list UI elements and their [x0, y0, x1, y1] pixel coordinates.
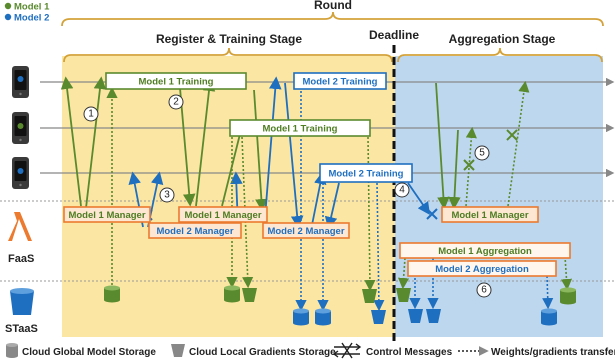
- model1-aggregation-label: Model 1 Aggregation: [438, 246, 532, 257]
- transfer-arrow: [241, 136, 254, 289]
- step-marker: 5: [474, 145, 490, 161]
- svg-text:4: 4: [399, 185, 405, 196]
- legend-local-storage-label: Cloud Local Gradients Storage: [189, 347, 336, 358]
- global-model-storage-icon: [560, 287, 576, 305]
- model1-training-label: Model 1 Training: [139, 77, 214, 88]
- transfer-arrow: [542, 275, 554, 310]
- local-gradients-storage-icon: [242, 288, 257, 302]
- control-arrow: [60, 76, 82, 207]
- global-model-storage-icon: [293, 308, 309, 326]
- step-marker: 1: [83, 106, 99, 122]
- model2-training-box: [293, 72, 387, 90]
- control-arrow: [179, 87, 196, 207]
- model2-training-box: [319, 163, 413, 183]
- faas-label: FaaS: [8, 253, 34, 265]
- transfer-arrow: [373, 182, 385, 312]
- model1-manager-box: [441, 206, 539, 223]
- control-arrow: [311, 171, 327, 226]
- model1-aggregation-box: [399, 242, 571, 259]
- model1-manager-label: Model 1 Manager: [184, 210, 261, 221]
- control-arrow: [407, 182, 431, 215]
- global-model-storage-icon: [541, 308, 557, 326]
- control-arrow: [263, 76, 282, 231]
- control-arrow: [284, 82, 304, 229]
- dropped-message-x-icon: [506, 129, 518, 141]
- global-model-storage-icon: [315, 308, 331, 326]
- model2-manager-box: [262, 222, 350, 239]
- legend-global-storage-label: Cloud Global Model Storage: [22, 347, 156, 358]
- dropped-message-x-icon: [426, 208, 438, 220]
- model2-aggregation-box: [407, 260, 557, 277]
- register-training-label: Register & Training Stage: [156, 32, 302, 46]
- device2-phone-icon: [12, 112, 29, 144]
- model2-training-label: Model 2 Training: [329, 169, 404, 180]
- step-marker: 2: [168, 94, 184, 110]
- transfer-arrow: [560, 255, 573, 291]
- svg-text:6: 6: [481, 285, 487, 296]
- control-arrow: [253, 89, 268, 212]
- svg-text:2: 2: [173, 97, 179, 108]
- model1-manager-box: [63, 206, 151, 223]
- model2-training-label: Model 2 Training: [303, 77, 378, 88]
- round-label: Round: [314, 0, 352, 12]
- storage-bucket-icon: [10, 288, 34, 315]
- model1-training-label: Model 1 Training: [263, 124, 338, 135]
- device1-phone-icon: [12, 66, 29, 98]
- model1-manager-label: Model 1 Manager: [68, 210, 145, 221]
- local-gradients-storage-icon: [396, 288, 411, 302]
- model2-manager-label: Model 2 Manager: [267, 226, 344, 237]
- transfer-arrow: [364, 136, 376, 292]
- register-training-brace: [63, 47, 393, 63]
- model1-manager-box: [178, 206, 268, 223]
- deadline-label: Deadline: [369, 28, 419, 42]
- model2-legend-dot: [4, 13, 12, 21]
- transfer-arrow: [465, 126, 477, 207]
- local-gradients-storage-icon: [426, 309, 441, 323]
- control-arrow: [435, 82, 450, 210]
- round-brace: [61, 11, 604, 27]
- svg-text:5: 5: [479, 148, 485, 159]
- legend-local-storage-icon: [171, 344, 185, 357]
- transfer-arrow: [507, 80, 530, 207]
- model2-manager-box: [148, 222, 242, 239]
- model1-training-box: [105, 72, 247, 90]
- global-model-storage-icon: [104, 285, 120, 303]
- svg-text:1: 1: [88, 109, 94, 120]
- control-arrow: [195, 78, 216, 207]
- local-gradients-storage-icon: [408, 309, 423, 323]
- control-arrow: [448, 129, 461, 210]
- device3-phone-icon: [12, 157, 29, 189]
- transfer-arrow: [397, 257, 410, 290]
- model2-aggregation-label: Model 2 Aggregation: [435, 264, 529, 275]
- model1-manager-label: Model 1 Manager: [451, 210, 528, 221]
- staas-label: STaaS: [5, 323, 38, 335]
- aggregation-brace: [397, 47, 603, 63]
- legend-transfer-label: Weights/gradients transfer: [491, 347, 615, 358]
- control-arrow: [324, 182, 340, 230]
- aggregation-stage-label: Aggregation Stage: [449, 32, 556, 46]
- global-model-storage-icon: [224, 285, 240, 303]
- local-gradients-storage-icon: [371, 310, 386, 324]
- lambda-icon: [8, 212, 32, 241]
- model1-training-box: [229, 119, 371, 137]
- step-marker: 6: [476, 282, 492, 298]
- legend-control-messages-label: Control Messages: [366, 347, 453, 358]
- model1-legend-dot: [4, 2, 12, 10]
- step-marker: 3: [159, 187, 175, 203]
- control-arrow: [85, 76, 107, 209]
- model1-legend-label: Model 1: [14, 2, 50, 13]
- model2-manager-label: Model 2 Manager: [156, 226, 233, 237]
- legend-global-storage-icon: [6, 343, 18, 358]
- step-marker: 4: [394, 182, 410, 198]
- local-gradients-storage-icon: [362, 289, 377, 303]
- svg-text:3: 3: [164, 190, 170, 201]
- legend-control-messages-icon: [332, 342, 362, 359]
- dropped-message-x-icon: [463, 159, 475, 171]
- model2-legend-label: Model 2: [14, 13, 49, 24]
